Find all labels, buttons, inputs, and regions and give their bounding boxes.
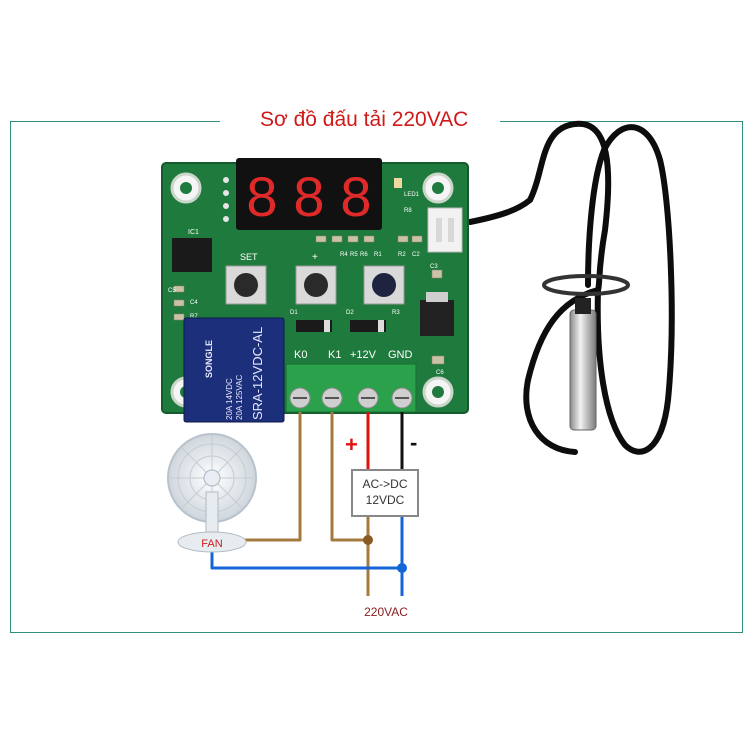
silk-r6: R6 — [360, 252, 368, 258]
diode-d2 — [350, 320, 386, 332]
silk-c4: C4 — [190, 300, 198, 306]
fan-label: FAN — [201, 538, 222, 550]
button-plus[interactable] — [295, 265, 337, 305]
silk-c6: C6 — [436, 370, 444, 376]
wiring — [210, 412, 404, 596]
fan-icon — [167, 433, 257, 553]
converter-line1: AC->DC — [362, 477, 407, 491]
silk-r7: R7 — [190, 314, 198, 320]
polarity-minus: - — [410, 430, 417, 455]
relay-brand: SONGLE — [204, 340, 214, 378]
silk-c3: C3 — [430, 264, 438, 270]
relay-model: SRA-12VDC-AL — [250, 327, 265, 420]
silk-ic1: IC1 — [188, 229, 199, 236]
wire-neutral-to-fan — [210, 552, 402, 570]
button-minus[interactable] — [363, 265, 405, 305]
frame-right — [742, 121, 743, 633]
sensor-connector — [427, 207, 463, 253]
terminal-label-k0: K0 — [294, 349, 307, 361]
pcb-board: 8 8 8 IC1 C5 C4 R7 D1 D2 R3 R4 R5 R6 R1 … — [161, 158, 469, 423]
voltage-regulator — [420, 300, 454, 336]
wire-k0-to-fan — [244, 412, 302, 542]
silk-r8: R8 — [404, 208, 412, 214]
frame-top-left — [10, 121, 220, 122]
mains-label: 220VAC — [364, 605, 408, 619]
silk-r2: R2 — [398, 252, 406, 258]
silk-r4: R4 — [340, 252, 348, 258]
silk-r3: R3 — [392, 310, 400, 316]
button-set-label: SET — [240, 252, 258, 262]
button-plus-label: + — [312, 252, 318, 263]
terminal-label-gnd: GND — [388, 349, 413, 361]
frame-bottom — [10, 632, 743, 633]
junction-live — [363, 535, 373, 545]
ic1-chip — [172, 238, 212, 272]
silk-d2: D2 — [346, 310, 354, 316]
silk-r5: R5 — [350, 252, 358, 258]
display-digit-1: 8 — [246, 165, 277, 228]
silk-d1: D1 — [290, 310, 298, 316]
display-digit-3: 8 — [340, 165, 371, 228]
relay-rating-1: 20A 14VDC — [225, 378, 234, 420]
sensor-cable — [467, 120, 675, 455]
display-digit-2: 8 — [293, 165, 324, 228]
button-set[interactable] — [225, 265, 267, 305]
relay — [183, 317, 285, 423]
silk-c5: C5 — [168, 288, 176, 294]
diagram-title: Sơ đồ đấu tải 220VAC — [254, 108, 475, 132]
relay-rating-2: 20A 125VAC — [235, 375, 244, 420]
silk-led1: LED1 — [404, 192, 420, 198]
frame-top-right — [500, 121, 743, 122]
led1 — [394, 178, 402, 188]
frame-left — [10, 121, 11, 633]
cable-tie — [542, 274, 630, 296]
silk-r1: R1 — [374, 252, 382, 258]
probe-sleeve — [575, 298, 591, 314]
polarity-plus: + — [345, 432, 358, 457]
terminal-label-12v: +12V — [350, 349, 377, 361]
diode-d1 — [296, 320, 332, 332]
junction-neutral — [397, 563, 407, 573]
converter-line2: 12VDC — [366, 493, 405, 507]
silk-c2: C2 — [412, 252, 420, 258]
led-display — [236, 158, 382, 230]
terminal-label-k1: K1 — [328, 349, 341, 361]
ac-dc-converter — [351, 469, 419, 517]
temperature-probe — [569, 309, 597, 431]
